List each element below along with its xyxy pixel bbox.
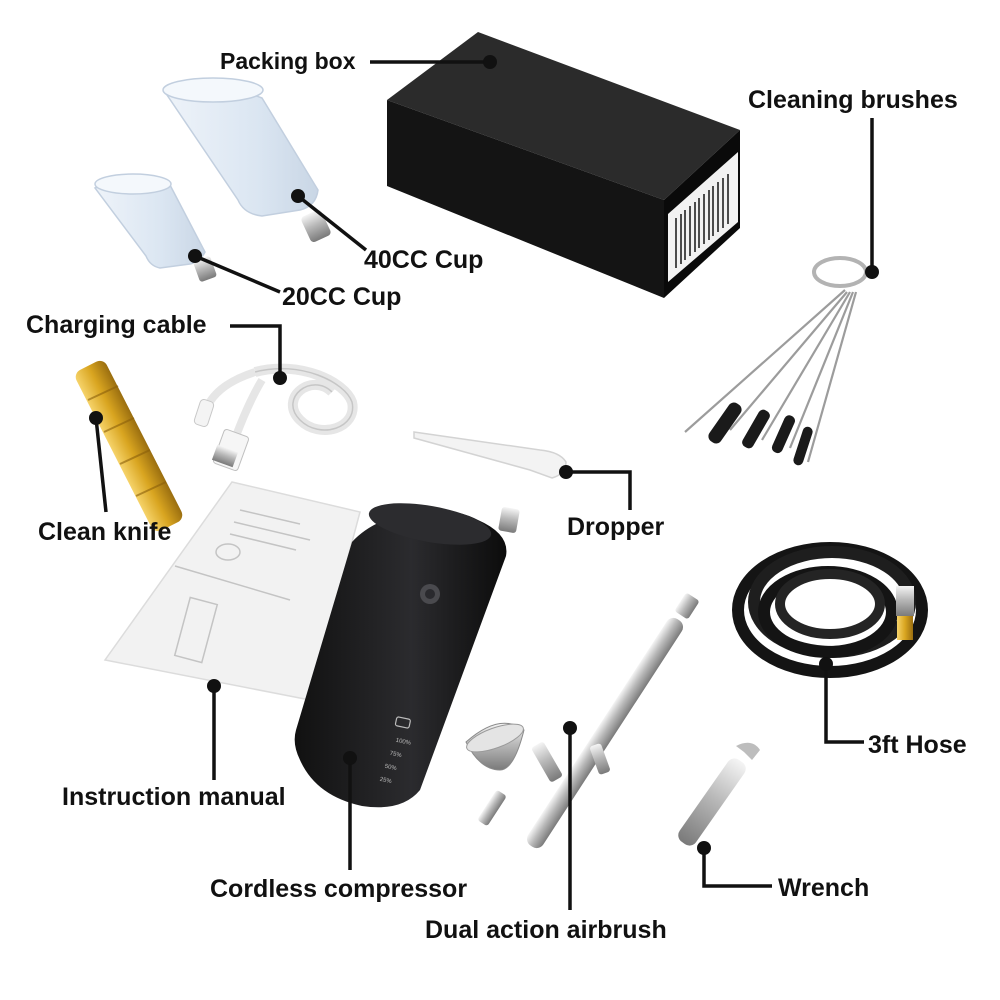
packing-box (387, 32, 740, 298)
label-dropper: Dropper (567, 513, 665, 541)
label-clean-knife: Clean knife (38, 518, 172, 546)
dropper (413, 431, 567, 479)
leader-dots (89, 55, 879, 855)
level-75: 75% (389, 751, 403, 760)
wrench (678, 742, 760, 846)
label-cleaning-brushes: Cleaning brushes (748, 86, 958, 114)
level-25: 25% (379, 777, 393, 786)
label-20cc-cup: 20CC Cup (282, 283, 402, 311)
label-packing-box: Packing box (220, 48, 356, 74)
charging-cable (193, 363, 358, 472)
cordless-compressor: 100% 75% 50% 25% (294, 503, 520, 808)
hose-3ft (732, 542, 928, 678)
label-cordless-compressor: Cordless compressor (210, 875, 468, 903)
label-charging-cable: Charging cable (26, 311, 207, 339)
level-50: 50% (384, 764, 398, 773)
clean-knife (75, 360, 183, 532)
level-100: 100% (395, 738, 412, 747)
label-3ft-hose: 3ft Hose (868, 731, 967, 759)
label-instruction-manual: Instruction manual (62, 783, 286, 811)
dual-action-airbrush (465, 593, 699, 849)
label-dual-action-airbrush: Dual action airbrush (425, 916, 667, 944)
cup-20cc (93, 173, 217, 282)
cleaning-brushes (684, 256, 868, 466)
label-40cc-cup: 40CC Cup (364, 246, 484, 274)
barcode-label (668, 152, 738, 282)
leader-lines (94, 60, 874, 910)
label-wrench: Wrench (778, 874, 870, 902)
